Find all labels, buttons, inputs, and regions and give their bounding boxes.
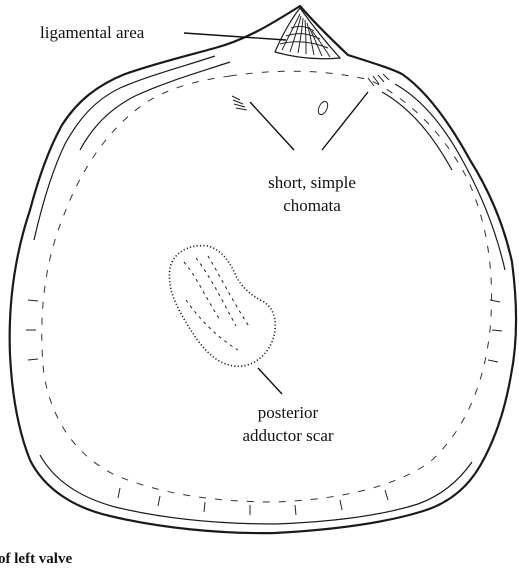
shell-outline	[10, 6, 516, 533]
label-chomata-line2: chomata	[283, 196, 341, 215]
figure-caption: of left valve	[0, 551, 72, 567]
label-ligamental-area: ligamental area	[40, 23, 145, 42]
label-scar-line1: posterior	[258, 403, 319, 422]
label-chomata-line1: short, simple	[268, 173, 356, 192]
label-scar-line2: adductor scar	[242, 426, 333, 445]
